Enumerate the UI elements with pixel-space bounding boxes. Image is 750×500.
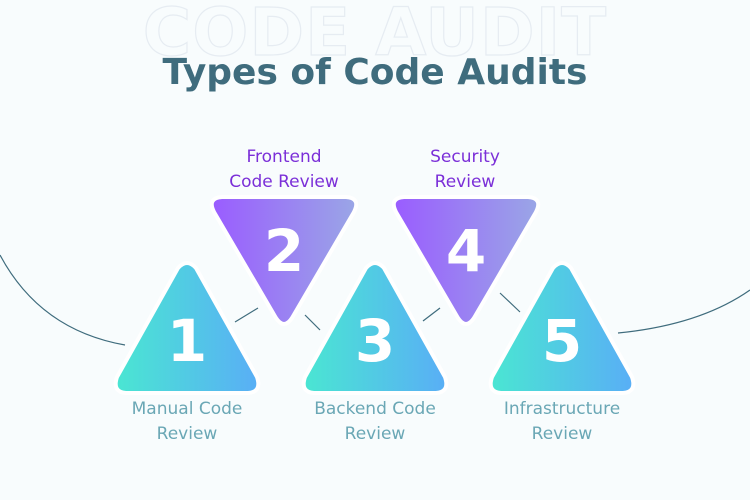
step-label-5-line2: Review [531, 424, 593, 444]
step-label-1-line2: Review [156, 424, 218, 444]
step-label-5-line1: Infrastructure [503, 399, 621, 419]
step-label-1: Manual Code Review [97, 397, 277, 447]
step-label-3-line1: Backend Code [314, 399, 436, 419]
triangle-5 [488, 261, 636, 395]
page-title: Types of Code Audits [162, 52, 588, 93]
triangle-2 [209, 195, 359, 326]
step-label-4: Security Review [375, 145, 555, 195]
step-number-3: 3 [354, 307, 396, 375]
connector-1-2 [234, 307, 259, 323]
watermark-text: CODE AUDIT [142, 0, 608, 72]
connector-right-arc [617, 289, 750, 334]
step-label-1-line1: Manual Code [131, 399, 243, 419]
triangle-1 [113, 261, 261, 395]
connector-4-5 [499, 292, 521, 313]
connector-left-arc [0, 254, 126, 346]
step-number-5: 5 [541, 307, 583, 375]
connector-3-4 [422, 307, 441, 322]
step-label-3-line2: Review [344, 424, 406, 444]
step-label-4-line2: Review [434, 172, 496, 192]
step-label-2-line1: Frontend [246, 147, 322, 167]
step-label-4-line1: Security [430, 147, 500, 167]
step-number-4: 4 [445, 217, 487, 285]
connector-2-3 [304, 314, 321, 331]
step-label-5: Infrastructure Review [472, 397, 652, 447]
triangle-3 [301, 261, 449, 395]
triangle-4 [391, 195, 541, 326]
step-label-3: Backend Code Review [285, 397, 465, 447]
step-label-2: Frontend Code Review [194, 145, 374, 195]
step-number-1: 1 [166, 307, 208, 375]
step-label-2-line2: Code Review [229, 172, 339, 192]
step-number-2: 2 [263, 217, 305, 285]
